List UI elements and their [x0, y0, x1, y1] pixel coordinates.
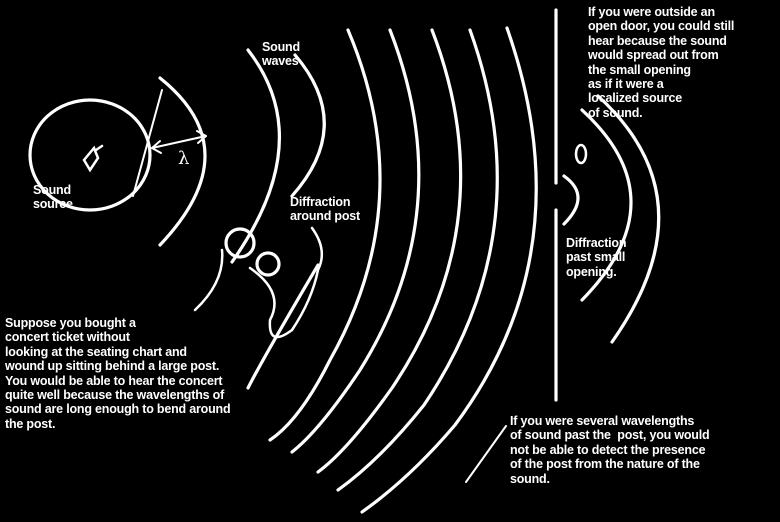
wavefront-1: [158, 76, 207, 247]
post-1: [224, 227, 256, 259]
post-2: [255, 251, 281, 277]
source-circle: [28, 98, 152, 212]
wavefront-3: [290, 53, 326, 198]
wavefront-6: [316, 28, 463, 474]
post-text-leader: [465, 425, 507, 483]
opening-wave-2: [580, 108, 633, 302]
sound-waves-label: Sound waves: [262, 40, 300, 69]
wavelength-symbol: λ: [178, 148, 190, 169]
wavefront-8: [360, 26, 538, 514]
speaker-icon: [82, 144, 104, 173]
wavefront-7: [336, 28, 499, 492]
post-leader-left: [193, 248, 224, 312]
ear-icon: [574, 143, 588, 165]
diffraction-post-label: Diffraction around post: [290, 195, 361, 224]
outside-door-text: If you were outside an open door, you co…: [588, 5, 735, 120]
wavefront-5: [290, 28, 421, 454]
sound-source-label: Sound source: [33, 183, 73, 212]
several-wavelengths-text: If you were several wavelengths of sound…: [510, 414, 710, 486]
opening-wave-1: [562, 174, 580, 226]
source-pointer-line: [132, 89, 163, 197]
wavefront-4: [268, 28, 382, 442]
opening-wave-3: [596, 94, 661, 344]
concert-ticket-text: Suppose you bought a concert ticket with…: [5, 316, 231, 431]
wavefront-2: [230, 48, 281, 264]
wavefront-3b: [246, 263, 320, 390]
diffraction-opening-label: Diffraction past small opening.: [566, 236, 627, 279]
post-leader-right: [248, 226, 324, 339]
